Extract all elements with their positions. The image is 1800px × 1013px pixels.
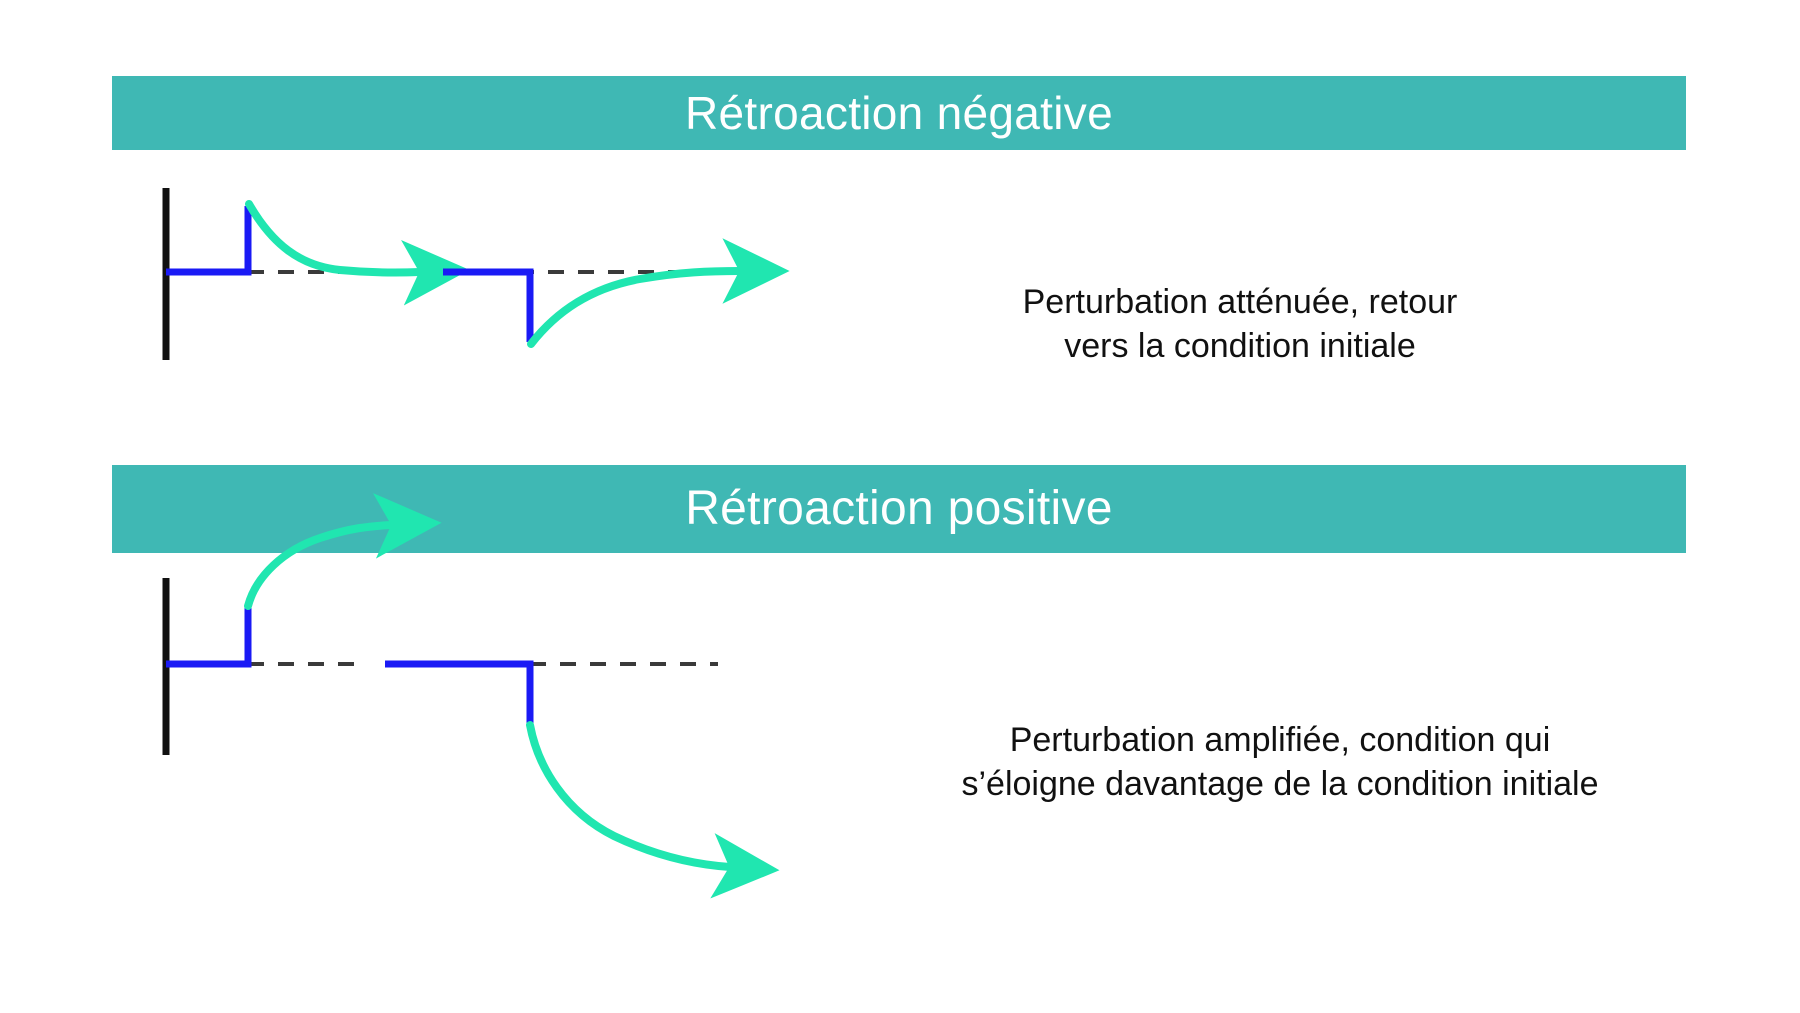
caption-positive-feedback: Perturbation amplifiée, condition qui s’… [880,718,1680,806]
response-arrow-damped-return-2 [527,238,790,348]
diagram-positive-feedback [0,493,860,980]
signal-step-down-positive [385,660,534,723]
caption-line-1: Perturbation amplifiée, condition qui [1009,721,1551,759]
caption-line-2: vers la condition initiale [1064,327,1416,366]
banner-title-positive: Rétroaction positive [685,482,1113,535]
caption-line-2: s’éloigne davantage de la condition init… [961,765,1599,804]
banner-negative-feedback: Rétroaction négative [112,76,1686,150]
diagram-negative-feedback [0,170,860,385]
response-arrow-amplified-up [244,493,442,610]
caption-line-1: Perturbation atténuée, retour [1022,283,1458,321]
banner-title-negative: Rétroaction négative [685,87,1113,139]
caption-negative-feedback: Perturbation atténuée, retour vers la co… [900,280,1580,368]
banner-positive-feedback: Rétroaction positive [112,465,1686,553]
response-arrow-amplified-down [526,721,780,899]
signal-step-down-negative [443,268,534,342]
response-arrow-damped-return-1 [245,200,470,306]
signal-step-up-negative [166,206,252,276]
signal-step-up-positive [166,608,252,668]
